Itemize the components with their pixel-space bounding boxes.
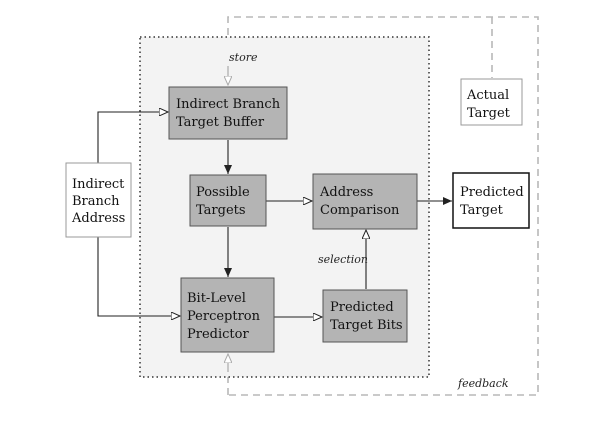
node-perceptron-line-2: Perceptron <box>187 309 261 324</box>
node-possible-targets: Possible Targets <box>189 174 267 227</box>
node-predicted-line-2: Target <box>460 203 504 218</box>
node-comparison-line-1: Address <box>319 185 373 200</box>
node-predicted-target: Predicted Target <box>452 172 530 229</box>
node-actual-line-2: Target <box>467 106 511 121</box>
node-bits-line-1: Predicted <box>330 300 394 315</box>
node-possible-line-2: Targets <box>196 203 246 218</box>
label-feedback: feedback <box>457 377 509 390</box>
node-address-line-2: Branch <box>72 194 120 209</box>
label-store: store <box>229 51 258 64</box>
node-address-comparison: Address Comparison <box>312 173 418 230</box>
node-perceptron-line-3: Predictor <box>187 327 249 342</box>
node-bits-line-2: Target Bits <box>330 318 403 333</box>
node-ibtb-line-2: Target Buffer <box>176 115 265 130</box>
node-predicted-bits: Predicted Target Bits <box>322 289 408 343</box>
node-actual-target: Actual Target <box>460 78 523 126</box>
node-perceptron: Bit-Level Perceptron Predictor <box>180 277 275 353</box>
node-predicted-line-1: Predicted <box>460 185 524 200</box>
label-selection: selection <box>318 253 368 266</box>
node-ibtb: Indirect Branch Target Buffer <box>168 86 288 140</box>
node-perceptron-line-1: Bit-Level <box>187 291 246 306</box>
node-indirect-branch-address: Indirect Branch Address <box>65 162 132 238</box>
node-address-line-3: Address <box>71 211 125 226</box>
node-address-line-1: Indirect <box>72 177 125 192</box>
edge-address-to-ibtb <box>97 112 168 163</box>
node-actual-line-1: Actual <box>466 88 509 103</box>
node-possible-line-1: Possible <box>196 185 250 200</box>
node-comparison-line-2: Comparison <box>320 203 400 218</box>
node-ibtb-line-1: Indirect Branch <box>176 97 281 112</box>
edge-address-to-perceptron <box>97 237 180 316</box>
